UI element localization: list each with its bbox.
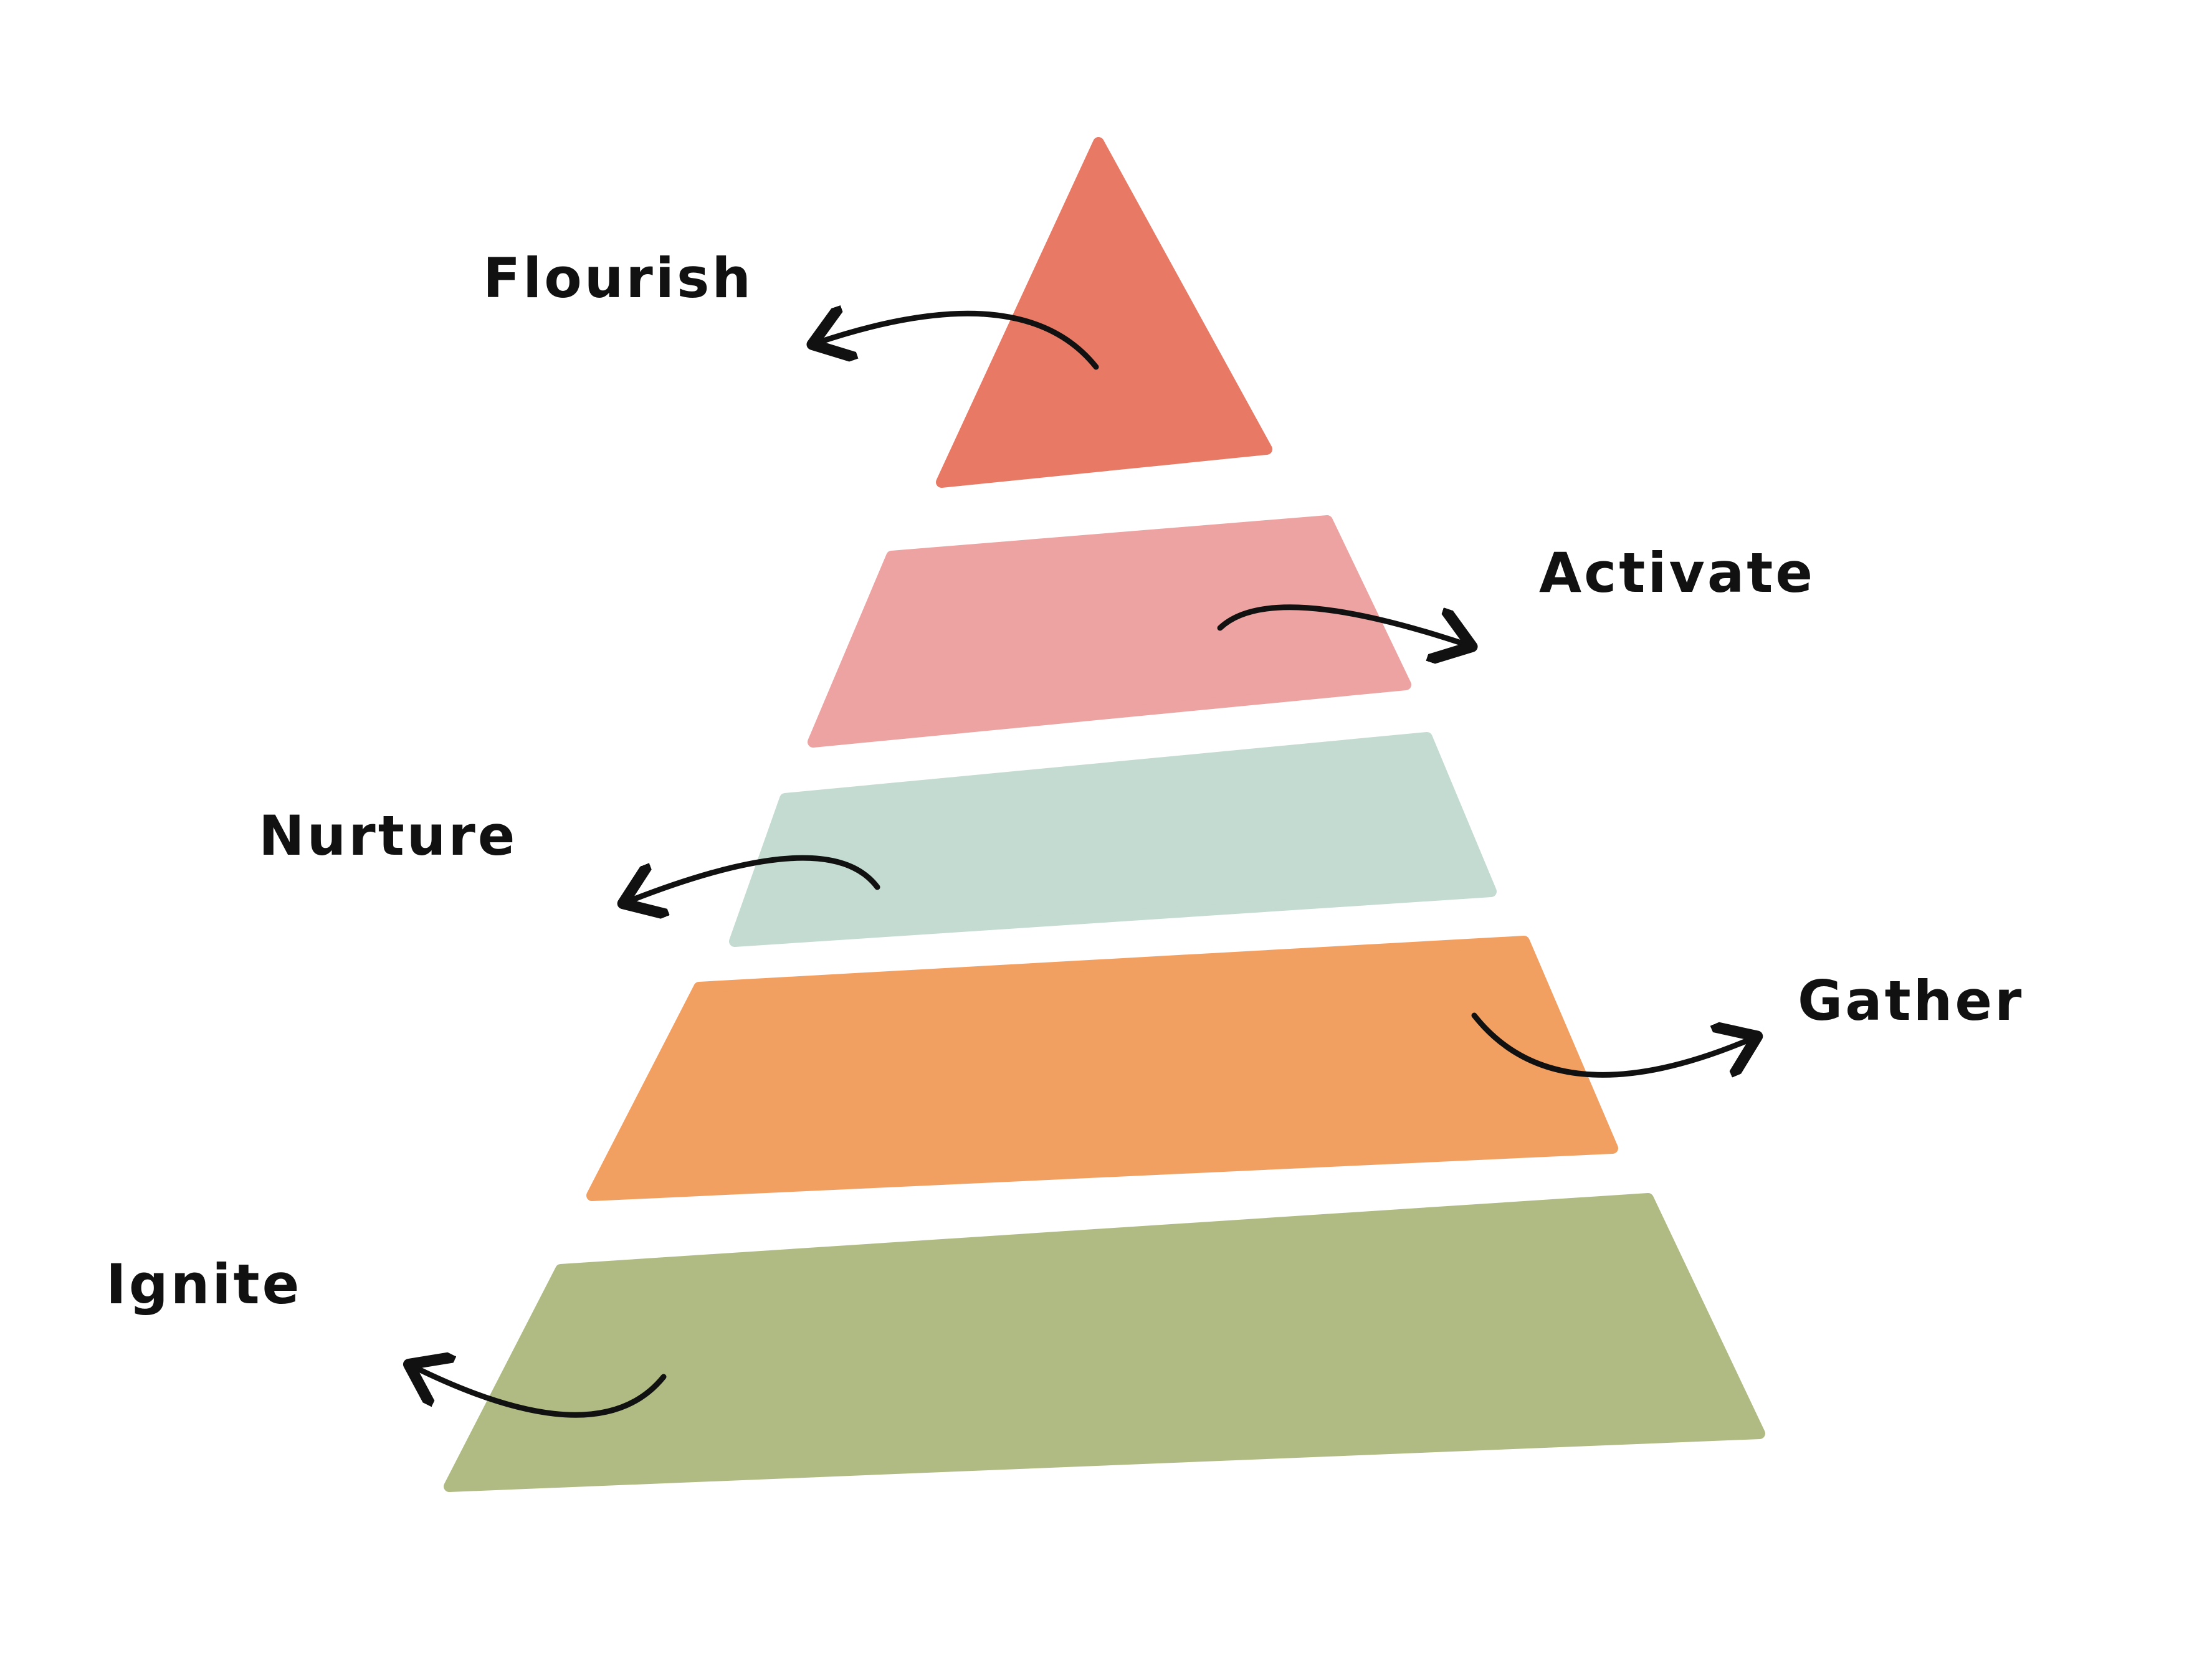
arrow-gather	[1471, 1012, 1752, 1078]
pyramid-level-ignite	[444, 1193, 1765, 1492]
label-ignite: Ignite	[106, 1252, 302, 1316]
arrow-nurture	[628, 855, 880, 901]
label-activate: Activate	[1539, 541, 1815, 605]
pyramid-level-activate	[808, 515, 1411, 748]
arrow-flourish	[818, 313, 1099, 370]
pyramid-level-nurture	[729, 732, 1497, 947]
pyramid-level-gather	[586, 936, 1618, 1201]
arrow-activate	[1217, 604, 1467, 645]
label-nurture: Nurture	[259, 804, 518, 868]
label-flourish: Flourish	[483, 246, 753, 310]
arrow-ignite	[414, 1367, 667, 1418]
label-gather: Gather	[1798, 969, 2024, 1033]
pyramid-level-flourish	[936, 137, 1272, 488]
